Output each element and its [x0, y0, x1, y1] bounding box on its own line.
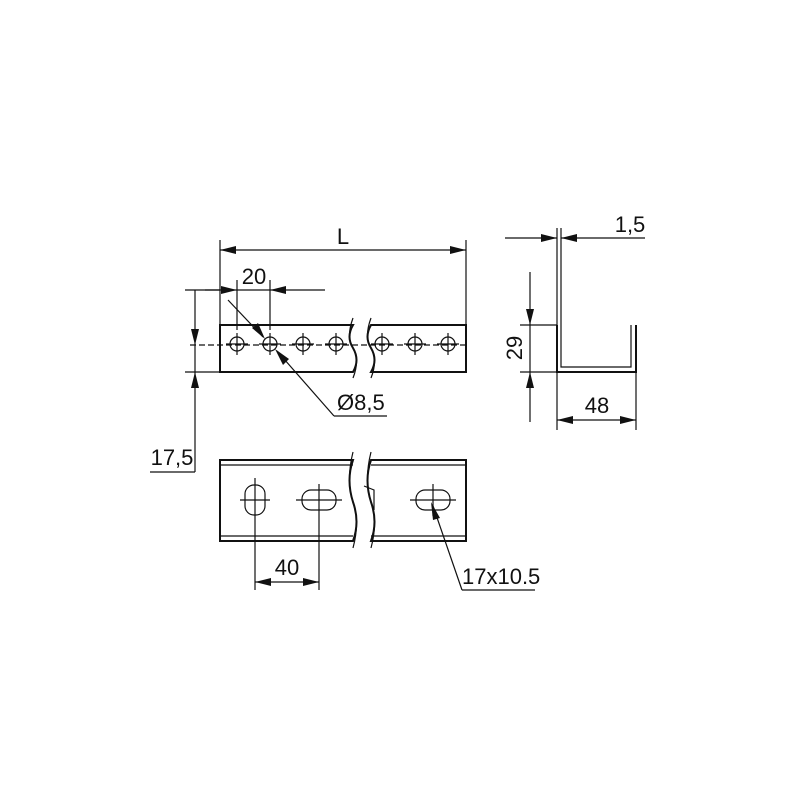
dimension-width-label: 48	[585, 393, 609, 418]
round-hole	[325, 333, 347, 355]
slot	[240, 478, 270, 522]
round-hole	[404, 333, 426, 355]
round-hole	[437, 333, 459, 355]
dimension-hole-spacing: 20	[205, 264, 325, 330]
dimension-edge-offset-label: 17,5	[151, 445, 194, 470]
round-hole	[292, 333, 314, 355]
break-line-top-2	[366, 317, 376, 379]
bottom-view: 40 17x10.5	[219, 451, 540, 591]
round-hole	[226, 333, 248, 355]
dimension-edge-offset: 17,5	[150, 289, 220, 473]
top-view: L 20 Ø8,5 17,5	[150, 224, 467, 473]
round-hole	[259, 333, 281, 355]
dimension-thickness: 1,5	[505, 212, 645, 325]
break-line-top	[348, 317, 358, 379]
dimension-hole-diameter-label: Ø8,5	[337, 390, 385, 415]
slot	[296, 484, 342, 516]
dimension-slot-spacing-label: 40	[275, 555, 299, 580]
dimension-length-label: L	[337, 224, 349, 249]
dimension-slot-size-label: 17x10.5	[462, 564, 540, 589]
break-line-bottom-2	[366, 451, 376, 549]
round-hole	[371, 333, 393, 355]
dimension-hole-diameter: Ø8,5	[227, 299, 387, 417]
dimension-height: 29	[502, 272, 557, 422]
bent-edge	[363, 485, 375, 510]
channel-profile	[556, 325, 637, 373]
break-line-bottom	[348, 451, 358, 549]
dimension-width: 48	[556, 372, 637, 430]
dimension-length: L	[219, 224, 467, 325]
dimension-hole-spacing-label: 20	[242, 264, 266, 289]
dimension-slot-spacing: 40	[254, 516, 320, 590]
dimension-thickness-label: 1,5	[615, 212, 646, 237]
profile-view: 1,5 29 48	[502, 212, 645, 430]
dimension-slot-size: 17x10.5	[431, 502, 540, 591]
dimension-height-label: 29	[502, 336, 527, 360]
round-holes	[226, 333, 459, 355]
channel-profile-inner	[560, 325, 632, 368]
